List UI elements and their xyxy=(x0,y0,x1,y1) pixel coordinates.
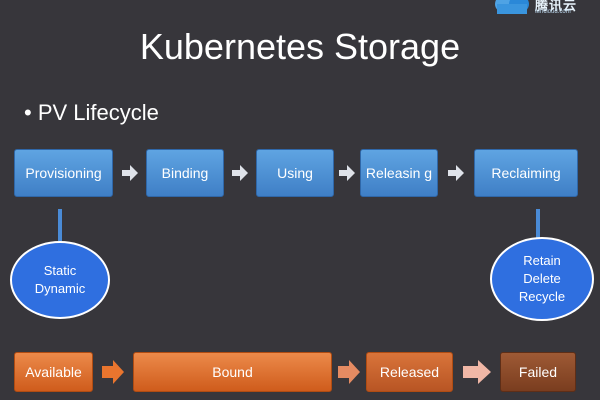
logo: 腾讯云 tencloud.com xyxy=(493,0,600,18)
step-reclaiming: Reclaiming xyxy=(474,149,578,197)
section-subtitle: • PV Lifecycle xyxy=(24,100,159,125)
cloud-logo-icon xyxy=(495,0,529,14)
phase-failed: Failed xyxy=(500,352,576,392)
arrow-right-icon xyxy=(122,165,138,181)
step-binding: Binding xyxy=(146,149,224,197)
connector-line xyxy=(536,209,540,241)
step-releasing: Releasin g xyxy=(360,149,438,197)
arrow-right-icon xyxy=(448,165,464,181)
policy-delete: Delete xyxy=(523,271,561,286)
provisioning-modes-circle: Static Dynamic xyxy=(10,241,110,319)
arrow-right-icon xyxy=(102,360,124,384)
page-title: Kubernetes Storage xyxy=(139,26,461,67)
arrow-right-icon xyxy=(339,165,355,181)
arrow-right-icon xyxy=(338,360,360,384)
policy-recycle: Recycle xyxy=(518,289,566,304)
connector-line xyxy=(58,209,62,241)
step-provisioning: Provisioning xyxy=(14,149,113,197)
logo-subtext: tencloud.com xyxy=(535,9,571,15)
arrow-right-icon xyxy=(463,360,491,384)
reclaim-policies-circle: Retain Delete Recycle xyxy=(490,237,594,321)
phase-released: Released xyxy=(366,352,453,392)
phase-bound: Bound xyxy=(133,352,332,392)
policy-retain: Retain xyxy=(523,253,561,268)
mode-dynamic: Dynamic xyxy=(34,281,86,296)
arrow-right-icon xyxy=(232,165,248,181)
mode-static: Static xyxy=(43,263,77,278)
step-using: Using xyxy=(256,149,334,197)
phase-available: Available xyxy=(14,352,93,392)
logo-text: 腾讯云 xyxy=(535,0,578,13)
